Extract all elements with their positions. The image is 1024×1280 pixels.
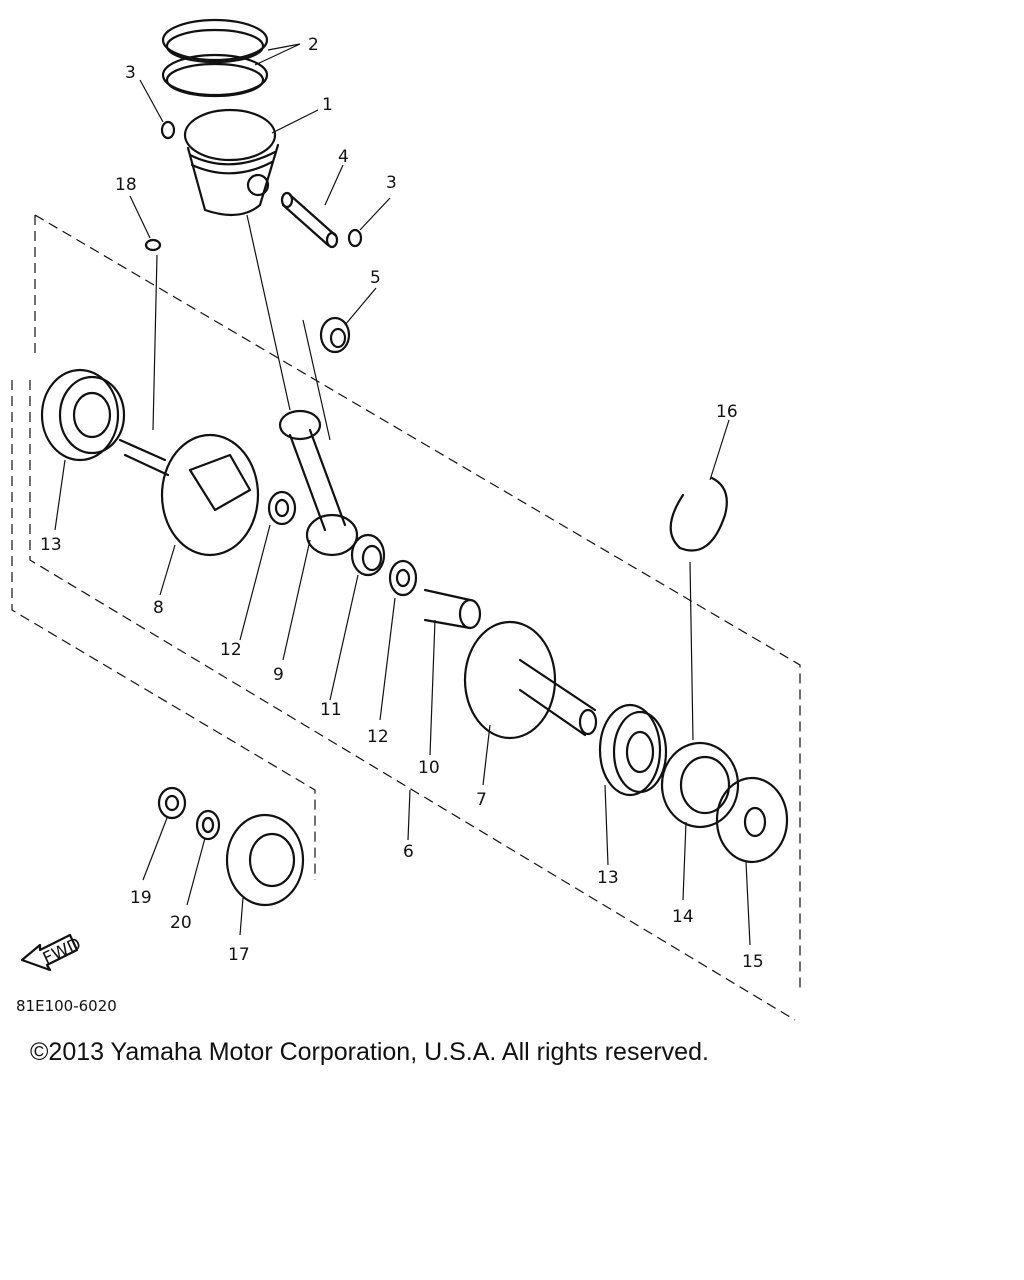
circlip	[669, 476, 728, 552]
primary-drive-gear	[715, 776, 789, 864]
callout-5: 5	[370, 268, 381, 288]
crank-half-left	[118, 433, 260, 557]
crank-bearing-left	[40, 368, 126, 462]
callout-2: 2	[308, 35, 319, 55]
piston-rings	[161, 18, 269, 98]
piston	[183, 108, 280, 217]
drawing-code: 81E100-6020	[16, 997, 117, 1015]
crank-bearing-right	[598, 703, 668, 797]
thrust-washer	[267, 490, 297, 526]
callout-13: 13	[40, 535, 62, 555]
callout-18: 18	[115, 175, 137, 195]
crank-half-right	[463, 620, 598, 740]
oil-seal-right	[660, 741, 740, 829]
callout-17: 17	[228, 945, 250, 965]
leader-lines	[54, 43, 751, 946]
thrust-washer	[388, 559, 418, 597]
connecting-rod	[278, 409, 359, 557]
callout-16: 16	[716, 402, 738, 422]
lock-washer	[195, 809, 221, 841]
callout-4: 4	[338, 147, 349, 167]
callout-3b: 3	[386, 173, 397, 193]
callout-13b: 13	[597, 868, 619, 888]
assembly-outline	[11, 214, 801, 1021]
woodruff-key	[144, 238, 162, 252]
callout-19: 19	[130, 888, 152, 908]
callout-11: 11	[320, 700, 342, 720]
callout-3: 3	[125, 63, 136, 83]
callout-15: 15	[742, 952, 764, 972]
callout-labels: 1 2 3 3 4 5 6 7 8 9 10 11 12 12 13 13 14…	[40, 35, 764, 972]
piston-pin-clip	[160, 120, 176, 140]
crank-pin	[423, 588, 482, 630]
callout-8: 8	[153, 598, 164, 618]
nut	[157, 786, 187, 820]
callout-1: 1	[322, 95, 333, 115]
callout-6: 6	[403, 842, 414, 862]
callout-12: 12	[220, 640, 242, 660]
callout-7: 7	[476, 790, 487, 810]
copyright-notice: ©2013 Yamaha Motor Corporation, U.S.A. A…	[30, 1038, 709, 1066]
big-end-bearing	[350, 533, 386, 577]
callout-10: 10	[418, 758, 440, 778]
callout-9: 9	[273, 665, 284, 685]
callout-12b: 12	[367, 727, 389, 747]
piston-pin	[280, 191, 339, 249]
small-end-bearing	[319, 316, 351, 354]
callout-20: 20	[170, 913, 192, 933]
callout-14: 14	[672, 907, 694, 927]
forward-arrow-icon: FWD	[20, 933, 84, 972]
piston-pin-clip	[347, 228, 363, 248]
oil-seal-left	[225, 813, 305, 907]
